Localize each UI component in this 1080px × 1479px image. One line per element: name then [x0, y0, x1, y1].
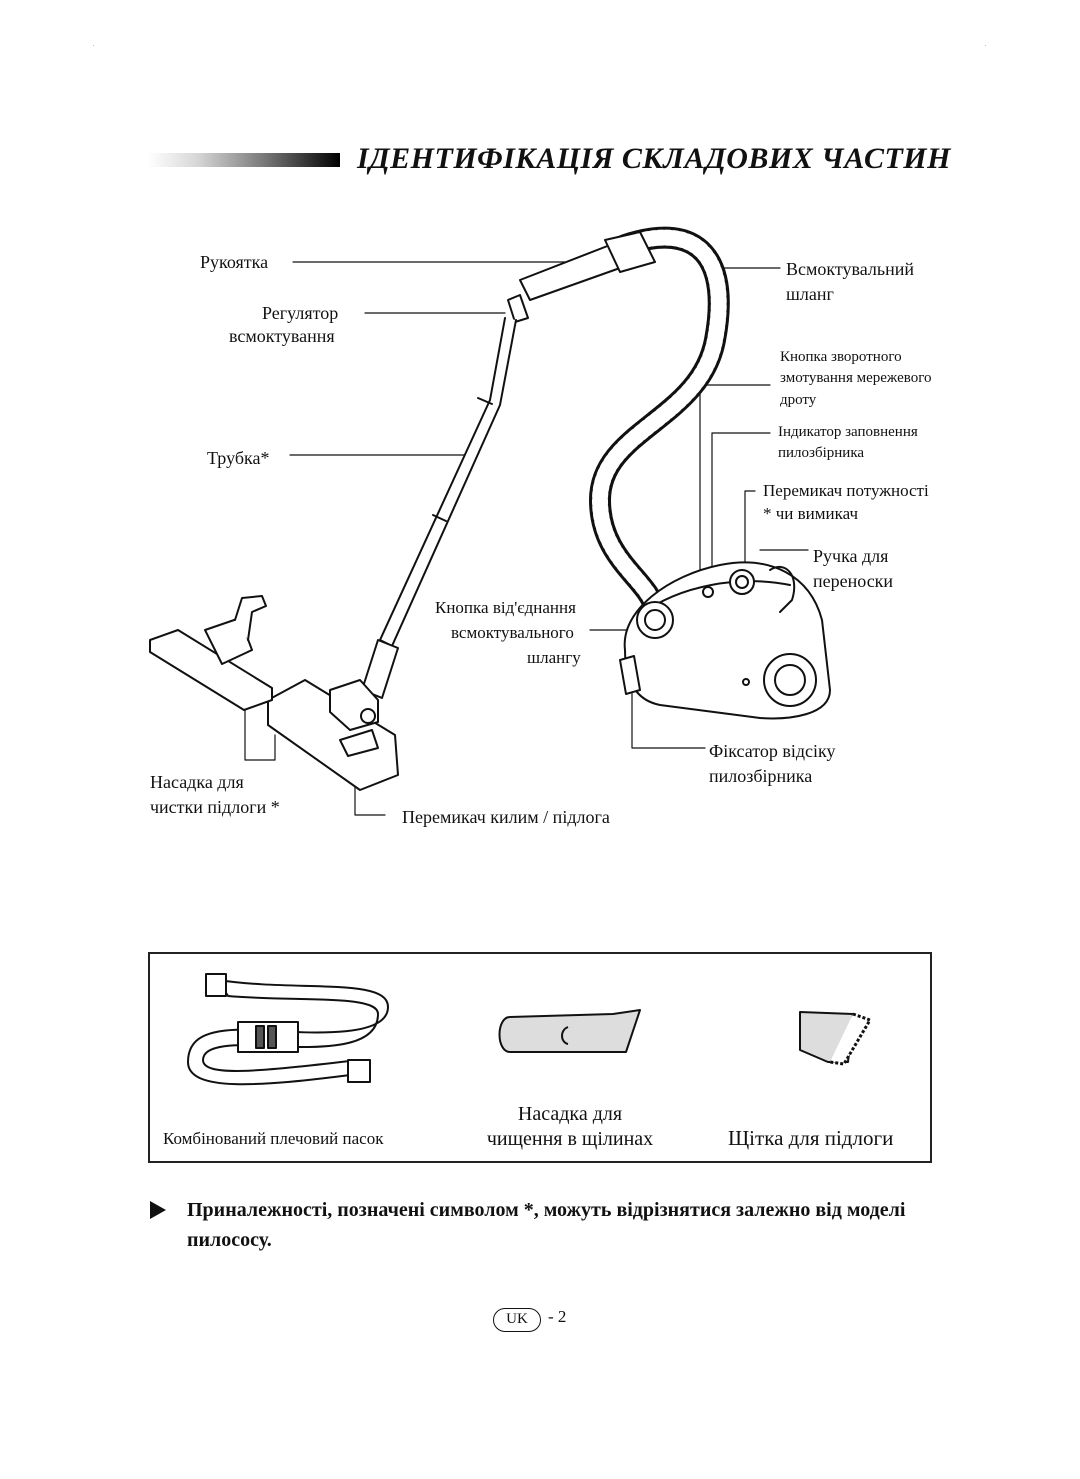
label-power-switch-1: Перемикач потужності: [763, 481, 929, 500]
title-gradient-bar: [148, 153, 340, 167]
language-badge: UK: [493, 1308, 541, 1332]
page-number: - 2: [548, 1307, 567, 1326]
label-dust-indicator-1: Індикатор заповнення: [778, 424, 918, 440]
label-handle: Рукоятка: [200, 252, 269, 272]
page-title: ІДЕНТИФІКАЦІЯ СКЛАДОВИХ ЧАСТИН: [357, 142, 951, 175]
label-shoulder-strap: Комбінований плечовий пасок: [163, 1129, 384, 1148]
label-carry-handle-1: Ручка для: [813, 546, 889, 566]
label-hose-release-1: Кнопка від'єднання: [435, 598, 576, 617]
accessories-note: Приналежності, позначені символом *, мож…: [187, 1199, 906, 1251]
label-hose-release-3: шлангу: [527, 648, 581, 667]
label-suction-hose-2: шланг: [786, 284, 834, 304]
accessories-illustrations: [187, 973, 872, 1086]
label-cord-rewind-3: дроту: [780, 392, 817, 408]
label-dust-latch-1: Фіксатор відсіку: [709, 741, 836, 761]
label-power-switch-2: * чи вимикач: [763, 504, 859, 523]
label-hose-release-2: всмоктувального: [451, 623, 574, 642]
label-suction-regulator-1: Регулятор: [262, 303, 339, 323]
label-floor-nozzle-1: Насадка для: [150, 772, 244, 792]
label-carpet-floor-switch: Перемикач килим / підлога: [402, 807, 610, 827]
label-tube: Трубка*: [207, 448, 270, 468]
corner-mark: [93, 45, 94, 46]
label-floor-brush: Щітка для підлоги: [728, 1126, 894, 1150]
label-carry-handle-2: переноски: [813, 571, 894, 591]
label-suction-regulator-2: всмоктування: [229, 326, 335, 346]
label-floor-nozzle-2: чистки підлоги *: [150, 797, 280, 817]
crevice-tool-icon: [498, 1009, 641, 1053]
vacuum-cleaner-illustration: [149, 226, 831, 816]
label-crevice-tool-2: чищення в щілинах: [486, 1128, 654, 1150]
note-arrow-icon: [150, 1201, 166, 1219]
label-dust-latch-2: пилозбірника: [709, 766, 813, 786]
label-dust-indicator-2: пилозбірника: [778, 445, 865, 461]
label-cord-rewind-2: змотування мережевого: [780, 370, 932, 386]
corner-mark: [985, 45, 986, 46]
label-suction-hose-1: Всмоктувальний: [786, 259, 915, 279]
label-cord-rewind-1: Кнопка зворотного: [780, 349, 902, 365]
accessories-box: [148, 952, 932, 1163]
label-crevice-tool-1: Насадка для: [517, 1103, 623, 1125]
